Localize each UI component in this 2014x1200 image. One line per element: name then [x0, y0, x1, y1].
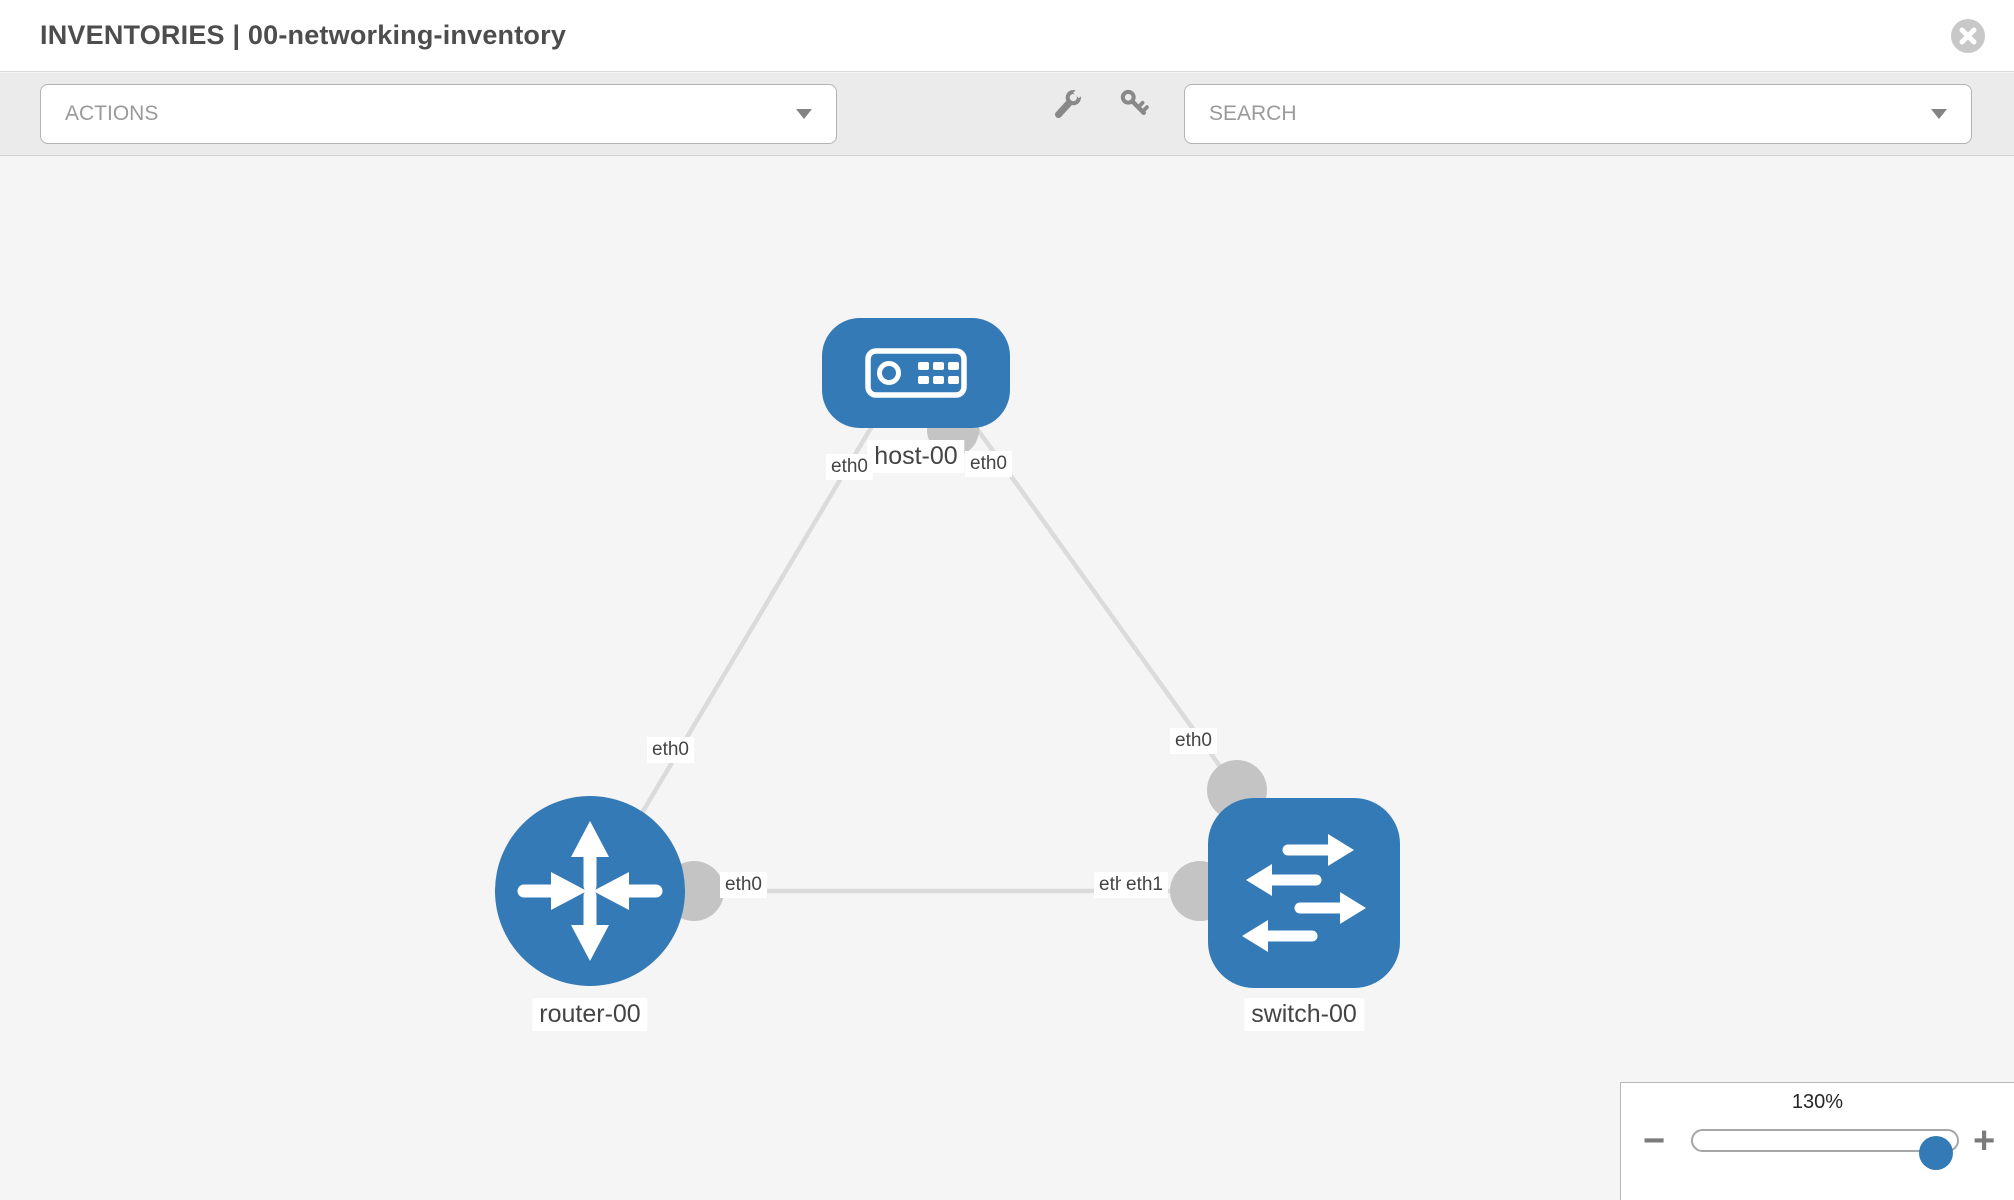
node-switch-00[interactable]: [1208, 798, 1400, 988]
server-icon: [865, 348, 967, 398]
zoom-in-button[interactable]: +: [1973, 1119, 1996, 1162]
actions-dropdown-label: ACTIONS: [65, 102, 159, 125]
zoom-panel: 130% − +: [1620, 1082, 2014, 1200]
node-host-00[interactable]: [822, 318, 1010, 428]
tools-button[interactable]: [1046, 82, 1090, 126]
interface-label: eth0: [647, 737, 694, 763]
topology-canvas[interactable]: eth0 eth0 eth0 eth0 eth0 eth0 eth1 host-…: [0, 157, 2014, 1200]
actions-dropdown[interactable]: ACTIONS: [40, 84, 837, 144]
interface-label: eth0: [1170, 728, 1217, 754]
zoom-slider[interactable]: [1691, 1129, 1959, 1170]
close-icon[interactable]: [1950, 18, 1986, 54]
zoom-level-value: 130%: [1791, 1091, 1844, 1113]
search-dropdown[interactable]: SEARCH: [1184, 84, 1972, 144]
interface-label: eth1: [1121, 872, 1168, 898]
wrench-icon: [1054, 87, 1085, 119]
search-dropdown-label: SEARCH: [1209, 102, 1297, 125]
node-label-host-00: host-00: [867, 440, 965, 473]
toolbar: ACTIONS SEARCH: [0, 73, 2014, 156]
chevron-down-icon: [1931, 109, 1947, 119]
interface-label: eth0: [826, 454, 873, 480]
key-icon: [1120, 89, 1149, 116]
breadcrumb-header: INVENTORIES | 00-networking-inventory: [0, 0, 2014, 72]
switch-arrows-icon: [1242, 834, 1366, 952]
interface-label: eth0: [965, 451, 1012, 477]
node-label-switch-00: switch-00: [1244, 998, 1364, 1031]
interface-label: eth0: [720, 872, 767, 898]
zoom-slider-thumb[interactable]: [1919, 1136, 1953, 1170]
chevron-down-icon: [796, 109, 812, 119]
zoom-out-button[interactable]: −: [1643, 1119, 1666, 1162]
router-arrows-icon: [517, 821, 663, 961]
page-title: INVENTORIES | 00-networking-inventory: [40, 20, 567, 50]
node-router-00[interactable]: [495, 796, 685, 986]
node-label-router-00: router-00: [532, 998, 648, 1031]
credentials-button[interactable]: [1113, 82, 1157, 126]
